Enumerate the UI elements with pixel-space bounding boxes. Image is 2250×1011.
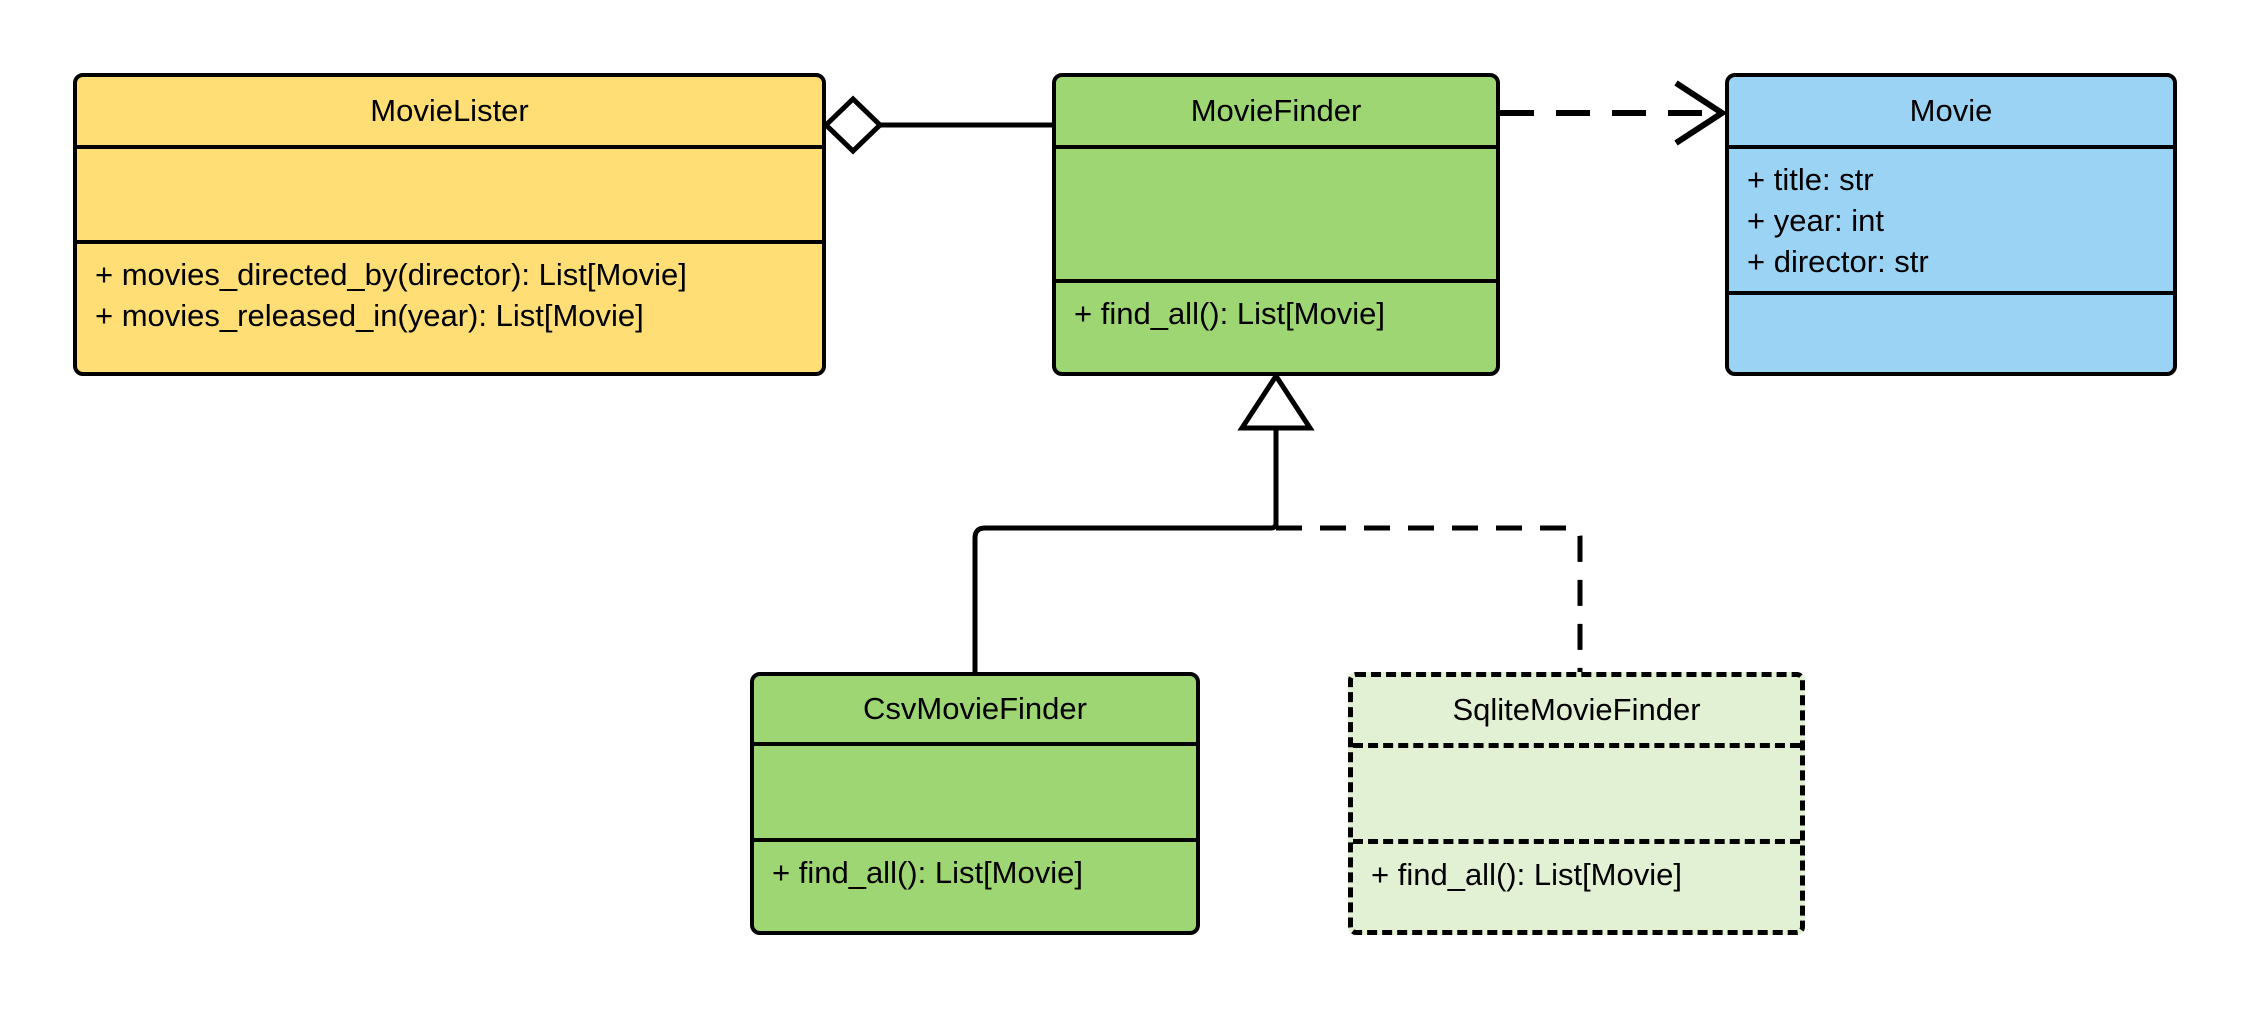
csv-branch-line [972,520,1279,672]
methods-compartment: + find_all(): List[Movie] [1056,279,1496,372]
generalization-trunk [1237,371,1315,528]
aggregation-lister-to-finder [822,95,1052,155]
class-name-compartment: SqliteMovieFinder [1353,677,1800,743]
class-box-csv-movie-finder[interactable]: CsvMovieFinder + find_all(): List[Movie] [750,672,1200,935]
attribute-item: + director: str [1747,244,1929,280]
class-box-sqlite-movie-finder[interactable]: SqliteMovieFinder + find_all(): List[Mov… [1348,672,1805,935]
class-name-compartment: CsvMovieFinder [754,676,1196,742]
dependency-finder-to-movie [1500,80,1728,146]
class-box-movie-finder[interactable]: MovieFinder + find_all(): List[Movie] [1052,73,1500,376]
method-item: + movies_released_in(year): List[Movie] [95,298,644,334]
hollow-triangle-icon [1237,371,1315,431]
attributes-compartment [754,742,1196,838]
class-name-label: MovieFinder [1190,92,1362,128]
class-name-label: Movie [1909,92,1993,128]
class-name-compartment: Movie [1729,77,2173,145]
method-item: + find_all(): List[Movie] [1074,296,1385,331]
attributes-compartment [1353,743,1800,839]
class-box-movie-lister[interactable]: MovieLister + movies_directed_by(directo… [73,73,826,376]
attribute-item: + year: int [1747,203,1884,239]
class-name-compartment: MovieLister [77,77,822,145]
method-item: + find_all(): List[Movie] [1371,857,1682,892]
class-name-compartment: MovieFinder [1056,77,1496,145]
attribute-item: + title: str [1747,162,1874,197]
methods-compartment [1729,291,2173,372]
method-item: + find_all(): List[Movie] [772,855,1083,890]
attributes-compartment [77,145,822,240]
sqlite-branch-line [1276,525,1583,672]
attributes-compartment [1056,145,1496,279]
method-item: + movies_directed_by(director): List[Mov… [95,257,687,292]
hollow-diamond-icon [822,95,884,155]
methods-compartment: + movies_directed_by(director): List[Mov… [77,240,822,372]
methods-compartment: + find_all(): List[Movie] [754,838,1196,931]
class-name-label: SqliteMovieFinder [1452,691,1701,727]
open-arrowhead-icon [1674,80,1728,146]
attributes-compartment: + title: str + year: int + director: str [1729,145,2173,291]
methods-compartment: + find_all(): List[Movie] [1353,839,1800,930]
generalization-branch-sqlite [1276,525,1583,672]
class-box-movie[interactable]: Movie + title: str + year: int + directo… [1725,73,2177,376]
class-name-label: MovieLister [370,92,529,128]
generalization-branch-csv [972,520,1279,672]
class-name-label: CsvMovieFinder [863,690,1087,726]
